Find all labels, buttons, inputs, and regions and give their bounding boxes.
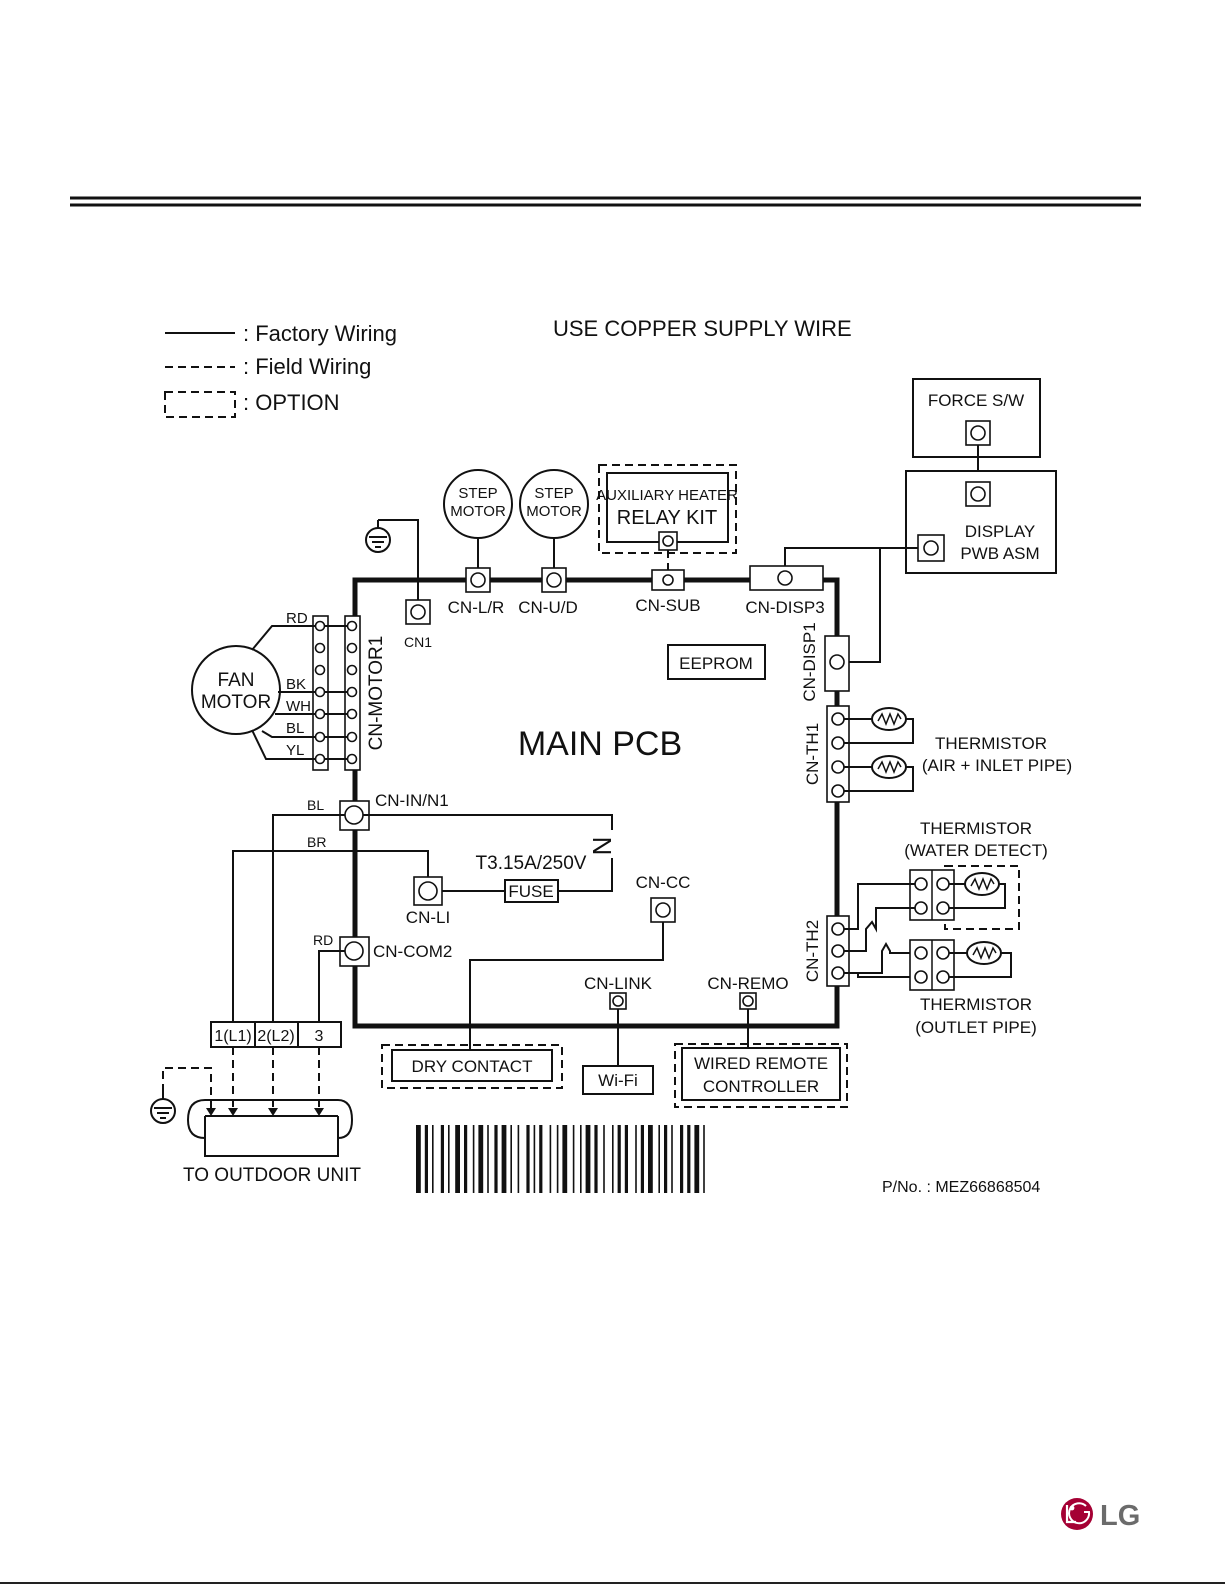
aux-heater-box: [606, 472, 729, 543]
wire-color-yl: YL: [286, 742, 304, 759]
display-label-2: PWB ASM: [960, 544, 1039, 563]
ground-icon: [150, 1090, 176, 1124]
step-motor-ud-label-1: STEP: [534, 485, 573, 502]
eeprom-label: EEPROM: [679, 654, 753, 673]
copper-wire-note: USE COPPER SUPPLY WIRE: [553, 316, 852, 341]
cn-motor1-label: CN-MOTOR1: [366, 636, 387, 751]
fan-motor-pins: [314, 620, 358, 765]
cn-cc-label: CN-CC: [636, 873, 691, 892]
aux-heater-label-2: RELAY KIT: [617, 507, 717, 529]
eeprom-chip: [667, 644, 766, 680]
display-label-1: DISPLAY: [965, 522, 1036, 541]
legend-factory-label: : Factory Wiring: [243, 321, 397, 346]
cn-remo-label: CN-REMO: [707, 974, 788, 993]
power-wire-bl: BL: [307, 797, 324, 813]
thermistor-air-label-1: THERMISTOR: [935, 734, 1047, 753]
cn-com2-label: CN-COM2: [373, 942, 452, 961]
cn-disp1-label: CN-DISP1: [800, 622, 819, 701]
cn-lr-label: CN-L/R: [448, 598, 505, 617]
dry-contact-label: DRY CONTACT: [412, 1057, 533, 1076]
thermistor-outlet-label-2: (OUTLET PIPE): [915, 1018, 1037, 1037]
step-motor-ud-label-2: MOTOR: [526, 503, 582, 520]
legend-option-label: : OPTION: [243, 390, 340, 415]
outdoor-unit-label: TO OUTDOOR UNIT: [183, 1165, 361, 1186]
wired-remote-label-2: CONTROLLER: [703, 1077, 819, 1096]
wired-remote-option: [674, 1043, 848, 1108]
power-wire-br: BR: [307, 834, 326, 850]
footer-rule: [0, 1582, 1225, 1584]
cn-in-n1-label: CN-IN/N1: [375, 791, 449, 810]
fuse-label: FUSE: [508, 882, 553, 901]
cn-li-label: CN-LI: [406, 908, 450, 927]
wire-color-bk: BK: [286, 676, 306, 693]
coil-symbol: N: [587, 837, 617, 856]
terminal-block: [210, 1021, 342, 1048]
force-switch-label: FORCE S/W: [928, 391, 1024, 410]
dry-contact-option: [381, 1044, 563, 1089]
aux-heater-label-1: AUXILIARY HEATER: [596, 487, 738, 504]
legend: : Factory Wiring : Field Wiring : OPTION: [164, 321, 397, 418]
fan-motor: [191, 645, 281, 735]
part-number: P/No. : MEZ66868504: [882, 1179, 1040, 1196]
lg-logo: LG: [1061, 1498, 1140, 1532]
outdoor-unit-terminal: [186, 1099, 206, 1139]
wire-color-rd: RD: [286, 610, 308, 627]
fuse-rating-label: T3.15A/250V: [476, 853, 587, 874]
water-detect-option: [944, 865, 1020, 930]
wifi-label: Wi-Fi: [598, 1071, 638, 1090]
cn-th1-connector: [826, 705, 850, 803]
cn-link-label: CN-LINK: [584, 974, 653, 993]
header-rule: [70, 196, 1141, 207]
wire-color-bl: BL: [286, 720, 304, 737]
wire-color-wh: WH: [286, 698, 311, 715]
wired-remote-label-1: WIRED REMOTE: [694, 1054, 828, 1073]
fan-motor-label-1: FAN: [218, 670, 255, 691]
cn-sub-label: CN-SUB: [635, 596, 700, 615]
lg-logo-text: LG: [1100, 1500, 1140, 1532]
wifi-module: [582, 1065, 654, 1095]
terminal-2: 2(L2): [257, 1028, 294, 1045]
terminal-3: 3: [315, 1028, 324, 1045]
wired-remote-box: [681, 1047, 841, 1101]
main-pcb-label: MAIN PCB: [518, 725, 682, 763]
thermistor-air-label-2: (AIR + INLET PIPE): [922, 756, 1072, 775]
cn-disp3-label: CN-DISP3: [745, 598, 824, 617]
legend-option-box: [164, 391, 236, 418]
dry-contact-box: [391, 1049, 553, 1082]
barcode: [416, 1125, 705, 1193]
step-motor-lr-label-2: MOTOR: [450, 503, 506, 520]
ground-icon: [365, 519, 391, 553]
cn1-label: CN1: [404, 634, 432, 650]
thermistor-water-label-1: THERMISTOR: [920, 819, 1032, 838]
cn-th1-label: CN-TH1: [803, 723, 822, 785]
thermistor-water-label-2: (WATER DETECT): [904, 841, 1048, 860]
legend-field-label: : Field Wiring: [243, 354, 371, 379]
cn-ud-label: CN-U/D: [518, 598, 578, 617]
cn-th2-label: CN-TH2: [803, 920, 822, 982]
power-wire-rd: RD: [313, 932, 333, 948]
thermistor-outlet-label-1: THERMISTOR: [920, 995, 1032, 1014]
step-motor-lr-label-1: STEP: [458, 485, 497, 502]
fan-motor-label-2: MOTOR: [201, 692, 271, 713]
terminal-1: 1(L1): [214, 1028, 251, 1045]
